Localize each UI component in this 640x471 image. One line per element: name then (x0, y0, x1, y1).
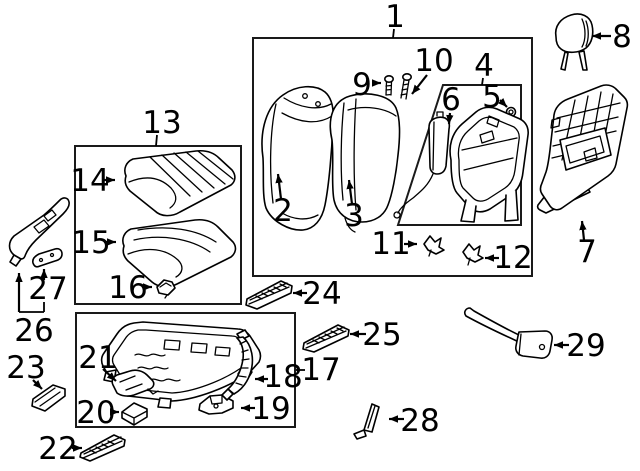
callout-13[interactable]: 13 (142, 105, 182, 147)
callout-5-label[interactable]: 5 (482, 79, 502, 115)
assembly-box-17 (75, 312, 296, 428)
part-clip-12 (462, 243, 484, 266)
part-track-rail-24 (245, 280, 293, 310)
callout-19[interactable]: 19 (241, 391, 291, 427)
callout-20-label[interactable]: 20 (76, 395, 115, 431)
callout-14-label[interactable]: 14 (70, 163, 109, 199)
callout-2[interactable]: 2 (273, 173, 293, 229)
part-bracket-19 (198, 394, 234, 415)
callout-16[interactable]: 16 (108, 270, 152, 306)
callout-27[interactable]: 27 (28, 269, 68, 307)
callout-12[interactable]: 12 (485, 240, 533, 276)
callout-8-label[interactable]: 8 (612, 19, 632, 55)
callout-26-label[interactable]: 26 (14, 313, 53, 349)
callout-29-label[interactable]: 29 (566, 328, 605, 364)
callout-22-label[interactable]: 22 (38, 431, 77, 467)
callout-26[interactable]: 26 (14, 273, 54, 349)
part-side-airbag-6 (393, 111, 451, 219)
callout-29[interactable]: 29 (554, 328, 606, 364)
assembly-box-13 (74, 145, 242, 305)
callout-20[interactable]: 20 (76, 395, 119, 431)
part-strap-18 (221, 329, 254, 401)
part-seat-cushion-pad-15 (122, 218, 237, 288)
callout-21[interactable]: 21 (78, 340, 118, 382)
callout-25[interactable]: 25 (350, 317, 402, 353)
callout-10[interactable]: 10 (411, 43, 454, 95)
callout-5[interactable]: 5 (482, 79, 508, 115)
part-block-20 (121, 402, 148, 426)
callout-6-label[interactable]: 6 (441, 82, 461, 118)
part-screw-10 (400, 73, 412, 100)
callout-8[interactable]: 8 (592, 19, 632, 55)
assembly-box-1 (252, 37, 533, 277)
callout-18-label[interactable]: 18 (263, 359, 302, 395)
callout-16-label[interactable]: 16 (108, 270, 147, 306)
callout-23-label[interactable]: 23 (6, 350, 45, 386)
callout-15-label[interactable]: 15 (71, 225, 110, 261)
callout-15[interactable]: 15 (71, 225, 116, 261)
callout-1[interactable]: 1 (385, 0, 405, 39)
callout-19-label[interactable]: 19 (251, 391, 290, 427)
callout-10-label[interactable]: 10 (414, 43, 453, 79)
part-seat-back-cushion-3 (329, 93, 401, 233)
callout-11-label[interactable]: 11 (371, 226, 410, 262)
part-screw-9 (383, 75, 394, 96)
callout-17-label[interactable]: 17 (301, 352, 340, 388)
callout-4-label[interactable]: 4 (474, 48, 494, 84)
callout-24[interactable]: 24 (293, 276, 342, 312)
callout-18[interactable]: 18 (255, 359, 303, 395)
part-clip-16 (156, 279, 176, 299)
callout-7[interactable]: 7 (577, 220, 597, 270)
callout-7-label[interactable]: 7 (577, 234, 597, 270)
part-switch-panel-27 (32, 247, 63, 268)
callout-24-label[interactable]: 24 (302, 276, 341, 312)
part-trim-strip-29 (463, 307, 553, 359)
part-seat-back-panel-7 (536, 84, 629, 214)
callout-27-label[interactable]: 27 (28, 271, 67, 307)
part-seat-back-frame-4 (449, 106, 529, 223)
callout-3-label[interactable]: 3 (344, 198, 364, 234)
part-track-rail-25 (302, 324, 350, 353)
callout-4[interactable]: 4 (474, 48, 494, 86)
part-clip-11 (423, 235, 445, 257)
part-seat-cushion-cover-14 (124, 149, 236, 217)
callout-3[interactable]: 3 (344, 179, 364, 234)
callout-28-label[interactable]: 28 (400, 403, 439, 439)
callout-25-label[interactable]: 25 (362, 317, 401, 353)
callout-6[interactable]: 6 (441, 82, 461, 125)
callout-9-label[interactable]: 9 (352, 67, 372, 103)
callout-9[interactable]: 9 (352, 67, 381, 103)
part-track-rail-22 (79, 434, 126, 462)
callout-11[interactable]: 11 (371, 226, 417, 262)
part-channel-23 (31, 384, 66, 412)
part-bracket-28 (353, 403, 380, 440)
callout-13-label[interactable]: 13 (142, 105, 181, 141)
callout-23[interactable]: 23 (6, 350, 46, 390)
part-side-cover-26 (8, 197, 70, 267)
callout-12-label[interactable]: 12 (493, 240, 532, 276)
callout-22[interactable]: 22 (38, 431, 82, 467)
callout-1-label[interactable]: 1 (385, 0, 405, 35)
callout-17[interactable]: 17 (296, 352, 341, 388)
assembly-box-4 (396, 84, 522, 226)
callout-14[interactable]: 14 (70, 163, 115, 199)
callout-21-label[interactable]: 21 (78, 340, 117, 376)
callout-28[interactable]: 28 (389, 403, 440, 439)
callout-2-label[interactable]: 2 (273, 193, 293, 229)
